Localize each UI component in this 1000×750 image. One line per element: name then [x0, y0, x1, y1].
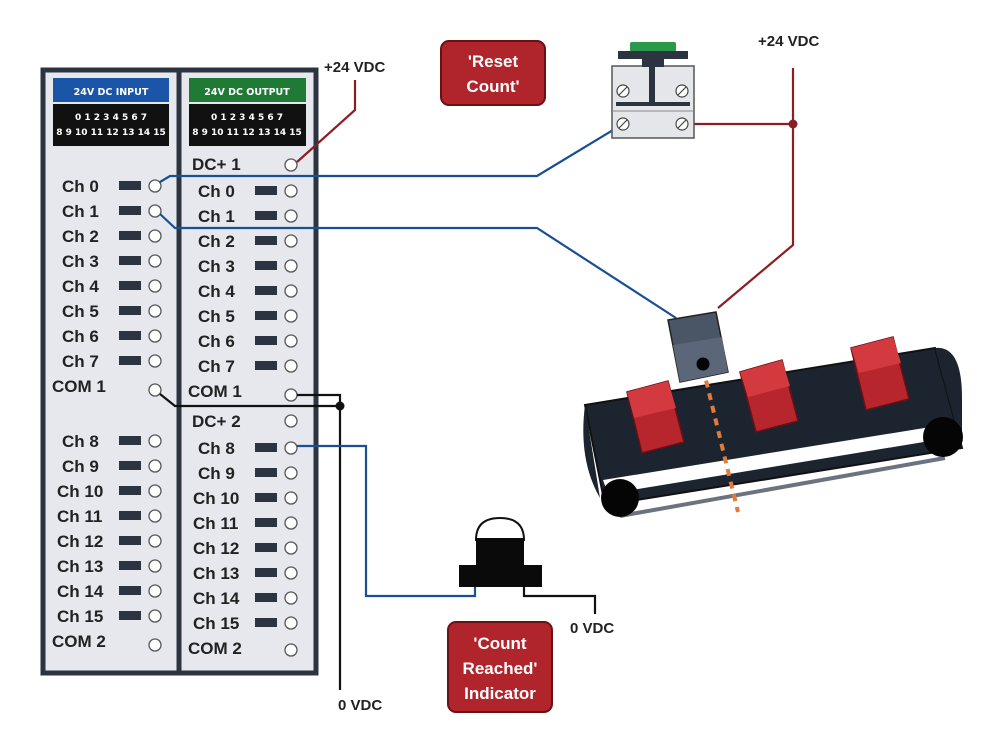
output-ch7-label: Ch 7 [198, 357, 235, 376]
input-com2-label: COM 2 [52, 632, 106, 651]
output-ch9-label: Ch 9 [198, 464, 235, 483]
wire-plus24-to-sensor [717, 68, 795, 309]
count-callout-line3: Indicator [464, 684, 536, 703]
input-ch1-label: Ch 1 [62, 202, 99, 221]
input-ch7-label: Ch 7 [62, 352, 99, 371]
output-digits-row1: 0 1 2 3 4 5 6 7 [211, 113, 283, 123]
output-ch3-label: Ch 3 [198, 257, 235, 276]
reset-pushbutton-icon [611, 42, 695, 139]
output-ch11-label: Ch 11 [193, 514, 238, 533]
input-com1-label: COM 1 [52, 377, 106, 396]
output-indicator-panel [189, 104, 306, 146]
reset-callout-line2: Count' [466, 77, 519, 96]
wire-indicator-to-0v [522, 586, 597, 614]
input-ch10-label: Ch 10 [57, 482, 103, 501]
junction-plus24 [788, 119, 798, 129]
input-ch14-label: Ch 14 [57, 582, 104, 601]
wire-plus24-to-dc1 [296, 80, 357, 163]
input-terminals-b [148, 434, 162, 652]
input-ch5-label: Ch 5 [62, 302, 99, 321]
reset-callout-line1: 'Reset [468, 52, 519, 71]
input-led-bars-a [119, 181, 141, 365]
wire-output-com1-to-0v [297, 393, 342, 690]
output-ch4-label: Ch 4 [198, 282, 235, 301]
input-ch15-label: Ch 15 [57, 607, 103, 626]
sensor-beam [701, 367, 740, 513]
conveyor-belt-icon [583, 336, 964, 518]
output-ch5-label: Ch 5 [198, 307, 235, 326]
input-ch12-label: Ch 12 [57, 532, 103, 551]
output-led-bars-a [255, 186, 277, 370]
count-reached-callout: 'Count Reached' Indicator [447, 621, 553, 713]
input-ch8-label: Ch 8 [62, 432, 99, 451]
input-header-bg [53, 78, 169, 102]
output-ch2-label: Ch 2 [198, 232, 235, 251]
output-module: 24V DC OUTPUT 0 1 2 3 4 5 6 7 8 9 10 11 … [176, 67, 319, 676]
reset-count-callout: 'Reset Count' [440, 40, 546, 106]
conveyor-box-1 [626, 380, 685, 454]
input-ch2-label: Ch 2 [62, 227, 99, 246]
input-digits-row1: 0 1 2 3 4 5 6 7 [75, 113, 147, 123]
output-ch15-label: Ch 15 [193, 614, 239, 633]
reset-callout-box [440, 40, 546, 106]
output-header-label: 24V DC OUTPUT [204, 87, 290, 98]
photo-sensor-icon [667, 311, 729, 383]
input-ch6-label: Ch 6 [62, 327, 99, 346]
conveyor-box-3 [850, 336, 910, 411]
wire-ch0-to-reset-button [159, 123, 624, 183]
input-terminals-a [148, 179, 162, 397]
output-com2-label: COM 2 [188, 639, 242, 658]
output-ch1-label: Ch 1 [198, 207, 235, 226]
input-ch0-label: Ch 0 [62, 177, 99, 196]
wire-ch8-to-indicator [297, 444, 477, 598]
output-terminals-a [284, 158, 298, 428]
plus24-right-label: +24 VDC [758, 33, 819, 50]
conveyor-box-2 [739, 359, 799, 433]
output-ch14-label: Ch 14 [193, 589, 240, 608]
output-ch6-label: Ch 6 [198, 332, 235, 351]
output-dc1-label: DC+ 1 [192, 155, 241, 174]
input-module: 24V DC INPUT 0 1 2 3 4 5 6 7 8 9 10 11 1… [40, 67, 182, 676]
output-ch8-label: Ch 8 [198, 439, 235, 458]
input-ch11-label: Ch 11 [57, 507, 102, 526]
input-ch3-label: Ch 3 [62, 252, 99, 271]
output-ch10-label: Ch 10 [193, 489, 239, 508]
output-terminals-b [284, 441, 298, 657]
output-ch13-label: Ch 13 [193, 564, 239, 583]
input-digits-row2: 8 9 10 11 12 13 14 15 [56, 128, 166, 138]
output-ch0-label: Ch 0 [198, 182, 235, 201]
output-header-bg [189, 78, 306, 102]
plus24-left-label: +24 VDC [324, 59, 385, 76]
input-indicator-panel [53, 104, 169, 146]
output-ch12-label: Ch 12 [193, 539, 239, 558]
indicator-lamp-icon [459, 516, 542, 587]
input-ch9-label: Ch 9 [62, 457, 99, 476]
input-header-label: 24V DC INPUT [74, 87, 149, 98]
wire-ch1-to-sensor [159, 213, 677, 319]
input-ch4-label: Ch 4 [62, 277, 99, 296]
count-callout-box [447, 621, 553, 713]
count-callout-line2: Reached' [463, 659, 538, 678]
output-com1-label: COM 1 [188, 382, 242, 401]
junction-0v [335, 401, 345, 411]
zero-vdc-bottom-label: 0 VDC [338, 697, 382, 714]
output-led-bars-b [255, 443, 277, 627]
count-callout-line1: 'Count [473, 634, 526, 653]
input-ch13-label: Ch 13 [57, 557, 103, 576]
zero-vdc-indicator-label: 0 VDC [570, 620, 614, 637]
output-dc2-label: DC+ 2 [192, 412, 241, 431]
output-digits-row2: 8 9 10 11 12 13 14 15 [192, 128, 302, 138]
wire-input-com1 [159, 393, 340, 408]
input-led-bars-b [119, 436, 141, 620]
